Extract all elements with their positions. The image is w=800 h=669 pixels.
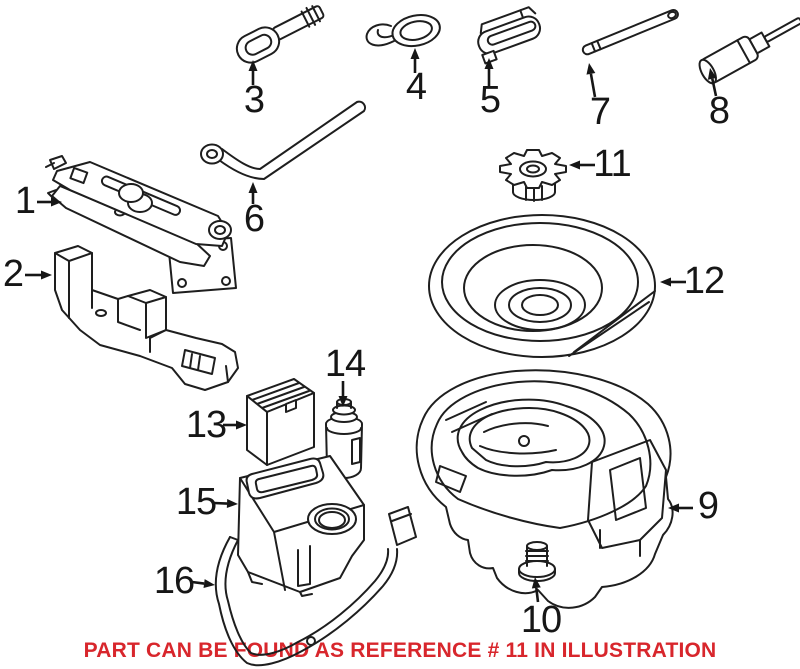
label-arrow-1 [37,197,62,207]
part-3-tow-hook-drawing [235,5,325,64]
part-12-spare-tire-tray-drawing [428,214,656,358]
label-arrow-8 [707,68,718,97]
label-arrow-11 [569,160,595,170]
label-arrow-10 [531,577,541,603]
label-arrow-2 [25,270,52,280]
label-arrow-13 [223,420,247,430]
part-13-box-drawing [246,378,315,466]
caption-text: PART CAN BE FOUND AS REFERENCE # 11 IN I… [83,639,717,662]
part-8-socket-tool-drawing [698,17,800,85]
label-arrow-16 [191,579,215,589]
part-15-container-drawing [237,455,365,597]
part-4-spring-clip-drawing [365,14,441,48]
label-arrow-3 [248,60,258,85]
part-1-jack-drawing [45,155,237,294]
label-arrow-5 [484,58,494,86]
label-arrow-7 [586,63,597,98]
label-arrow-4 [410,48,420,73]
part-9-storage-tray-drawing [415,369,674,609]
label-arrow-12 [660,277,686,287]
label-arrow-9 [668,503,693,513]
part-16-strap-drawing [214,506,417,667]
part-5-clip-drawing [477,6,542,65]
label-arrow-14 [338,381,348,407]
part-7-extension-rod-drawing [581,8,679,56]
part-2-foam-bracket-drawing [54,245,239,391]
label-arrow-6 [248,182,258,204]
part-11-wing-nut-drawing [499,149,567,202]
part-6-lug-wrench-drawing [200,100,367,180]
part-10-bolt-drawing [518,541,556,582]
label-arrow-15 [213,499,238,509]
